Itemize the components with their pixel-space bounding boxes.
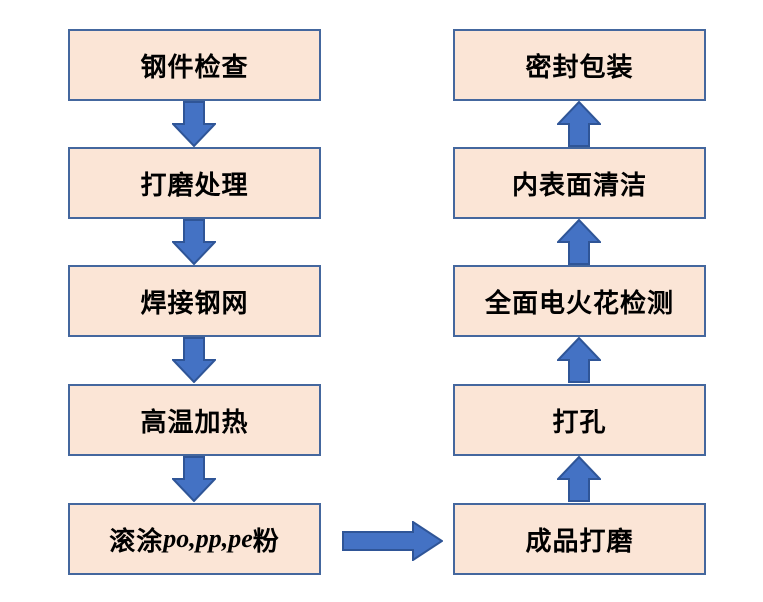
step-label: 打磨处理 — [140, 170, 249, 200]
arrow-down-icon — [172, 456, 216, 502]
arrow-up-icon — [557, 456, 601, 502]
flow-step-high-temp-heating: 高温加热 — [68, 384, 321, 456]
step-label: 高温加热 — [140, 407, 249, 437]
step-label: 全面电火花检测 — [484, 288, 674, 318]
step-label-suffix: 粉 — [252, 526, 280, 556]
flow-step-inner-surface-cleaning: 内表面清洁 — [453, 147, 706, 219]
flow-step-drilling: 打孔 — [453, 384, 706, 456]
arrow-down-icon — [172, 219, 216, 265]
arrow-up-icon — [557, 101, 601, 147]
step-label: 钢件检查 — [140, 52, 249, 82]
step-label: 密封包装 — [525, 52, 634, 82]
flow-step-steel-inspection: 钢件检查 — [68, 29, 321, 101]
flow-step-grinding-treatment: 打磨处理 — [68, 147, 321, 219]
arrow-right-icon — [342, 521, 443, 561]
arrow-down-icon — [172, 101, 216, 147]
flow-step-spark-testing: 全面电火花检测 — [453, 265, 706, 337]
step-label-latin: po,pp,pe — [163, 524, 253, 553]
flow-step-sealed-packaging: 密封包装 — [453, 29, 706, 101]
step-label: 打孔 — [552, 407, 607, 437]
step-label: 内表面清洁 — [511, 170, 647, 200]
flow-step-weld-steel-mesh: 焊接钢网 — [68, 265, 321, 337]
step-label-prefix: 滚涂 — [109, 526, 164, 556]
step-label: 焊接钢网 — [140, 288, 249, 318]
flow-step-roll-coating-powder: 滚涂 po,pp,pe 粉 — [68, 503, 321, 575]
flow-step-finished-grinding: 成品打磨 — [453, 503, 706, 575]
step-label: 成品打磨 — [525, 526, 634, 556]
arrow-down-icon — [172, 337, 216, 383]
arrow-up-icon — [557, 219, 601, 265]
arrow-up-icon — [557, 337, 601, 383]
